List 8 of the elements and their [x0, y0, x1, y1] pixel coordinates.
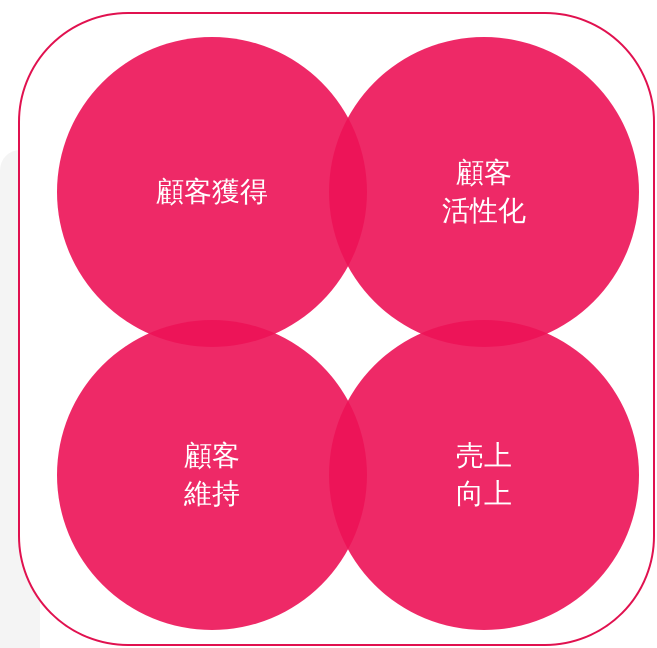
- rounded-frame: [18, 12, 655, 646]
- circle-label: 顧客: [184, 438, 240, 474]
- circle-label: 売上: [456, 438, 512, 474]
- circle-label: 顧客: [456, 155, 512, 191]
- circle-label: 顧客獲得: [156, 174, 268, 210]
- circle-label: 維持: [184, 476, 240, 512]
- circle-label: 向上: [456, 476, 512, 512]
- circle-label: 活性化: [442, 193, 526, 229]
